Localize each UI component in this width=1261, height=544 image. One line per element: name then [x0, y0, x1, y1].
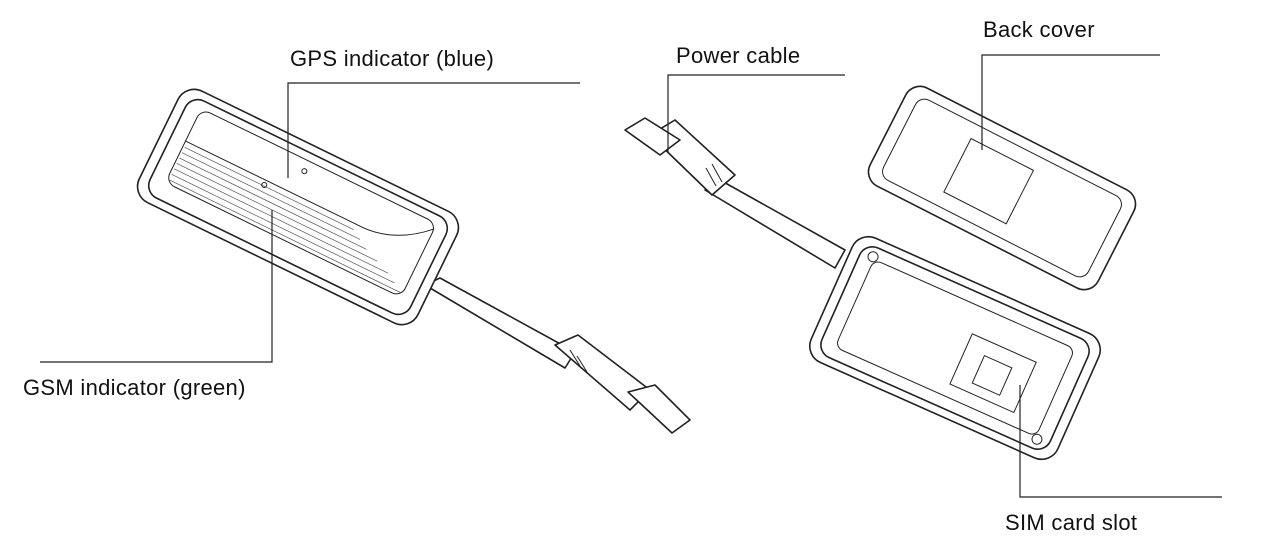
- leader-lines: [40, 54, 1222, 498]
- left-cable: [424, 277, 691, 434]
- gps-indicator-label: GPS indicator (blue): [290, 46, 495, 71]
- tracker-device: [136, 88, 460, 326]
- sim-card-slot-label: SIM card slot: [1005, 510, 1138, 535]
- power-cable-drawing: [624, 117, 846, 269]
- open-case-drawing: [808, 235, 1102, 461]
- back-cover-label: Back cover: [983, 17, 1095, 42]
- gsm-indicator-label: GSM indicator (green): [23, 375, 246, 400]
- power-cable-label: Power cable: [676, 43, 801, 68]
- back-cover-drawing: [867, 85, 1137, 291]
